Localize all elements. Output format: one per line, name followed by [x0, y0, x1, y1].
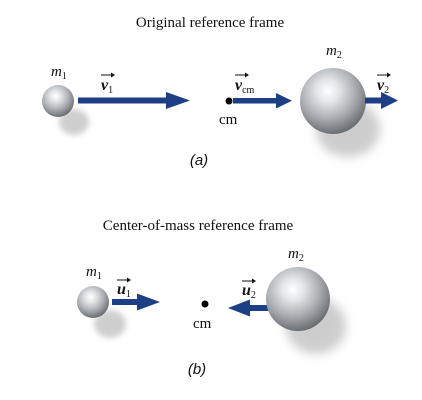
mass1-label: m1 — [86, 264, 102, 282]
svg-text:v2: v2 — [377, 77, 389, 96]
mass1-sphere — [77, 286, 109, 318]
velocity1-arrow — [112, 293, 160, 311]
panel-b: Center-of-mass reference frame m1 u1 cm — [77, 218, 346, 378]
velocity1-arrow — [78, 92, 190, 109]
vector-arrow-icon — [377, 72, 391, 78]
velocity1-label: v1 — [101, 72, 115, 96]
mass2-label: m2 — [288, 246, 304, 264]
svg-text:vcm: vcm — [235, 77, 255, 96]
mass1-shadow — [59, 109, 89, 135]
velocity-cm-arrow — [233, 93, 292, 109]
mass1-sphere — [42, 85, 74, 117]
panel-a-caption: (a) — [190, 152, 208, 169]
vector-arrow-icon — [117, 277, 131, 283]
velocity2-label: v2 — [377, 72, 391, 96]
cm-label: cm — [219, 112, 238, 128]
panel-a: Original reference frame m1 v1 cm — [42, 15, 398, 169]
mass1-label: m1 — [51, 64, 67, 82]
velocity-cm-label: vcm — [235, 72, 255, 96]
svg-text:u2: u2 — [242, 282, 256, 301]
cm-point — [225, 97, 233, 105]
panel-b-caption: (b) — [188, 361, 206, 378]
velocity2-label: u2 — [242, 278, 256, 301]
mass1-shadow — [94, 310, 126, 338]
svg-text:v1: v1 — [101, 77, 113, 96]
svg-text:u1: u1 — [117, 281, 131, 300]
vector-arrow-icon — [235, 72, 249, 78]
velocity2-arrow — [228, 299, 270, 317]
cm-label: cm — [193, 316, 212, 332]
cm-point — [201, 300, 209, 308]
mass2-sphere — [300, 68, 366, 134]
vector-arrow-icon — [242, 278, 256, 284]
mass2-label: m2 — [326, 43, 342, 61]
velocity1-label: u1 — [117, 277, 131, 300]
panel-a-title: Original reference frame — [136, 15, 285, 31]
vector-arrow-icon — [101, 72, 115, 78]
velocity2-arrow — [365, 92, 398, 109]
mass2-sphere — [266, 267, 330, 331]
panel-b-title: Center-of-mass reference frame — [103, 218, 294, 234]
